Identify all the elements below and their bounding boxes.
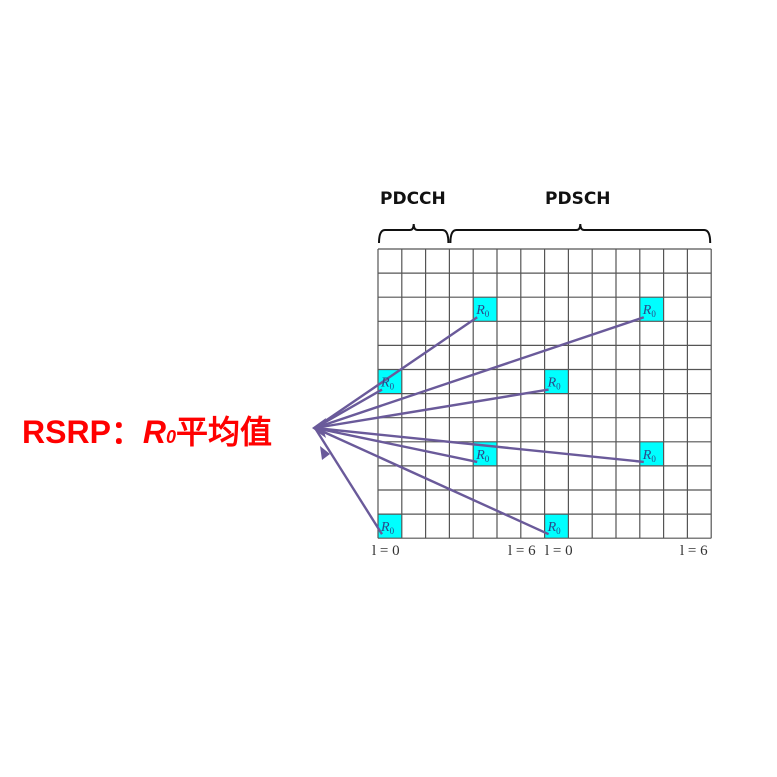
reference-signal-cell: [639, 441, 664, 466]
r0-subscript: 0: [166, 427, 177, 447]
arrow-line: [314, 426, 644, 464]
symbol-index-label: l = 0: [372, 543, 400, 559]
symbol-index-label: l = 0: [545, 543, 573, 559]
arrow-line: [313, 427, 384, 535]
reference-signal-cell: [639, 297, 664, 322]
pdsch-label: PDSCH: [545, 189, 611, 209]
reference-signal-cell: [544, 369, 569, 394]
arrow-line: [314, 426, 478, 464]
rsrp-prefix: RSRP：: [22, 414, 143, 450]
symbol-index-label: l = 6: [680, 543, 708, 559]
arrow-line: [314, 316, 478, 429]
resource-grid: [377, 248, 712, 539]
reference-signal-cell: [544, 514, 569, 539]
r0-symbol: R: [142, 414, 167, 450]
arrow-head-icon: [320, 446, 330, 460]
rsrp-title: RSRP：R0平均值: [22, 407, 272, 453]
reference-signal-cells: [378, 297, 664, 539]
reference-signal-cell: [378, 369, 402, 394]
arrow-line: [314, 316, 645, 430]
reference-signal-cell: [378, 514, 402, 539]
symbol-index-label: l = 6: [508, 543, 536, 559]
rsrp-suffix: 平均值: [176, 414, 273, 450]
pdcch-label: PDCCH: [380, 189, 446, 209]
arrow-line: [314, 388, 549, 430]
averaging-arrows: [312, 316, 645, 536]
arrow-line: [314, 388, 383, 430]
reference-signal-cell: [473, 297, 497, 322]
reference-signal-cell: [473, 441, 497, 466]
arrow-head-icon: [312, 418, 326, 438]
region-braces: [378, 223, 712, 244]
arrow-line: [314, 426, 550, 536]
